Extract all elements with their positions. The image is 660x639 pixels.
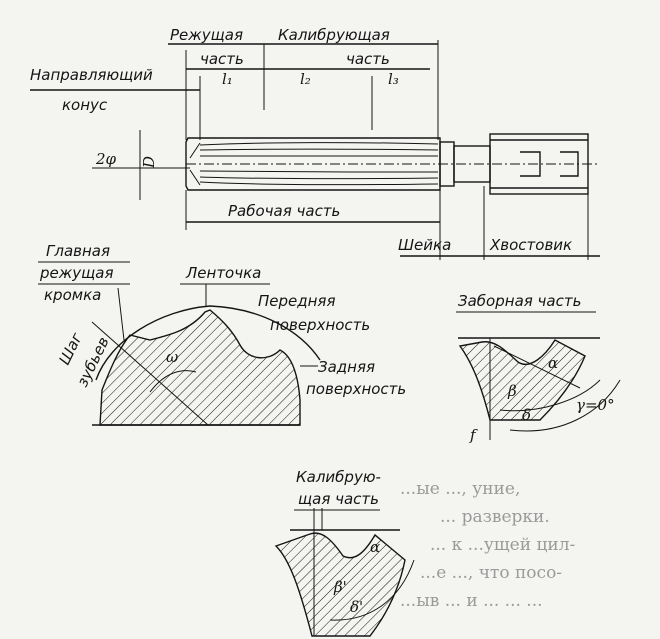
outer-circle-arc [95,305,321,381]
shank-tang [520,151,579,177]
label-part-cutting: часть [200,50,244,68]
intake-part: Заборная часть α β δ γ=0° f [456,292,621,444]
label-main-edge-1: Главная [46,242,110,260]
label-omega: ω [166,348,178,366]
intake-beta: β [507,382,517,400]
label-working-part: Рабочая часть [228,202,340,220]
body-line-3: ... к ...ущей цил- [430,535,575,555]
reamer-side-view: Режущая Калибрующая часть часть Направля… [30,26,600,260]
label-back-surface-1: Задняя [318,358,375,376]
calib-profile [274,532,406,637]
label-calibrating: Калибрующая [278,26,390,44]
label-l3: l₃ [388,70,399,88]
intake-gamma: γ=0° [576,396,615,414]
intake-f: f [469,426,478,444]
label-diameter: D [140,156,158,169]
label-cutting: Режущая [170,26,243,44]
flutes [189,142,439,186]
calib-title-2: щая часть [298,490,379,508]
calib-title-1: Калибрую- [296,468,381,486]
label-l2: l₂ [300,70,311,88]
calibrating-part: Калибрую- щая часть α β' δ' [274,468,415,637]
pitch-ray [91,321,209,426]
label-guide-cone-2: конус [62,96,108,114]
label-guide-cone-1: Направляющий [30,66,153,84]
label-pitch-1: Шаг [55,330,86,368]
label-land: Ленточка [185,264,261,282]
label-neck: Шейка [398,236,451,254]
calib-alpha: α [370,538,380,556]
calib-delta: δ' [350,598,363,616]
cross-section: Главная режущая кромка Ленточка Передняя… [38,242,406,426]
label-shank: Хвостовик [489,236,572,254]
label-main-edge-2: режущая [39,264,113,282]
label-front-surface-1: Передняя [258,292,335,310]
label-l1: l₁ [222,70,233,88]
body-line-5: ...ыв ... и ... ... ... [400,591,543,611]
intake-title: Заборная часть [458,292,581,310]
label-main-edge-3: кромка [44,286,101,304]
shank-body [489,133,589,195]
intake-delta: δ [522,406,531,424]
body-line-1: ...ые ..., уние, [400,479,520,499]
label-2phi: 2φ [95,150,117,168]
bleed-through-text: ...ые ..., уние, ... разверки. ... к ...… [400,479,575,611]
calib-beta: β' [333,578,347,596]
body-line-2: ... разверки. [440,507,550,527]
label-part-calibrating: часть [346,50,390,68]
intake-alpha: α [548,354,558,372]
label-back-surface-2: поверхность [306,380,406,398]
label-front-surface-2: поверхность [270,316,370,334]
body-line-4: ...е ..., что посо- [420,563,562,583]
